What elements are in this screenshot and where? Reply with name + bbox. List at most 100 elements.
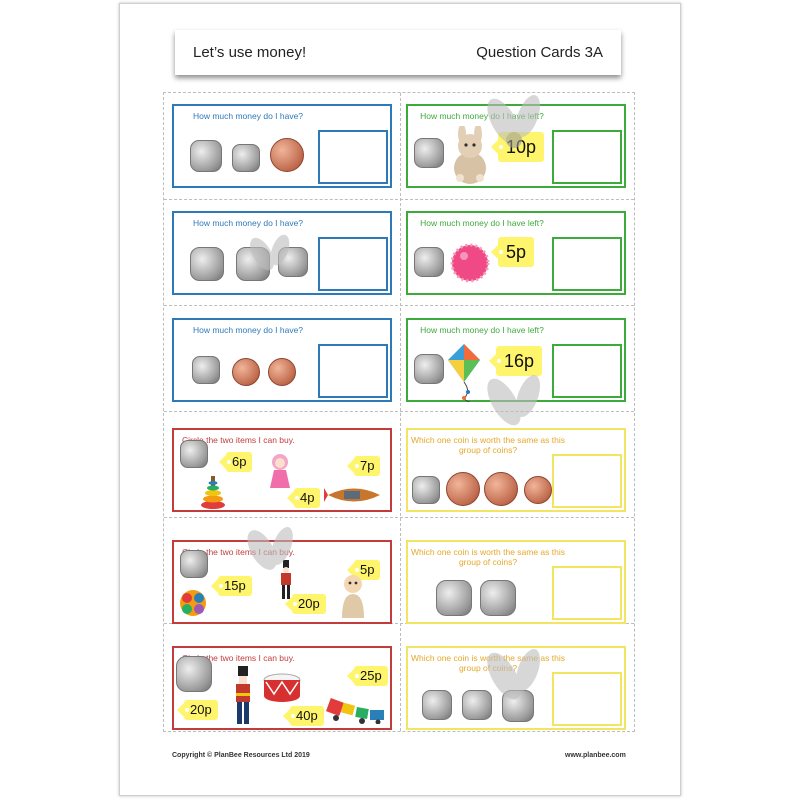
toy-rocket-icon <box>324 488 380 502</box>
question-card: How much money do I have? <box>172 104 392 188</box>
cut-line-horizontal <box>164 623 634 624</box>
twenty-pence-coin <box>236 247 270 281</box>
kite-icon <box>448 344 480 402</box>
two-pence-coin <box>270 138 304 172</box>
price-tag: 5p <box>490 237 535 267</box>
question-card: How much money do I have left? 10p <box>406 104 626 188</box>
question-card: Which one coin is worth the same as this… <box>406 540 626 624</box>
twenty-pence-coin <box>278 247 308 277</box>
price-label: 6p <box>232 454 247 469</box>
question-card: How much money do I have? <box>172 211 392 295</box>
wooden-figure-icon <box>342 575 364 618</box>
answer-box[interactable] <box>552 566 622 620</box>
card-question: How much money do I have left? <box>420 111 544 121</box>
spiky-ball-icon <box>450 243 490 283</box>
one-penny-coin <box>524 476 552 504</box>
ten-pence-coin <box>180 440 208 468</box>
worksheet-subtitle: Question Cards 3A <box>476 44 603 61</box>
price-tag: 20p <box>285 594 326 614</box>
question-card: Which one coin is worth the same as this… <box>406 646 626 730</box>
cut-line-horizontal <box>164 517 634 518</box>
price-tag: 15p <box>211 576 252 596</box>
card-question: Which one coin is worth the same as this… <box>410 653 565 673</box>
cut-lines <box>163 92 635 732</box>
five-pence-coin <box>192 356 220 384</box>
answer-box[interactable] <box>552 454 622 508</box>
price-label: 15p <box>224 578 246 593</box>
price-tag: 7p <box>346 456 381 476</box>
fifty-pence-coin <box>480 580 516 616</box>
five-pence-coin <box>232 144 260 172</box>
answer-box[interactable] <box>318 130 388 184</box>
toy-train-icon <box>326 698 384 724</box>
twenty-pence-coin <box>422 690 452 720</box>
price-tag: 16p <box>488 346 543 376</box>
website-link[interactable]: www.planbee.com <box>565 752 626 759</box>
price-tag: 10p <box>490 132 545 162</box>
price-tag: 25p <box>347 666 388 686</box>
twenty-pence-coin <box>414 354 444 384</box>
question-card: How much money do I have left? 5p <box>406 211 626 295</box>
question-card: How much money do I have left? 16p <box>406 318 626 402</box>
ten-pence-coin <box>180 550 208 578</box>
card-question: How much money do I have? <box>192 218 304 228</box>
twenty-pence-coin <box>414 138 444 168</box>
toy-soldier-icon <box>281 560 291 599</box>
fifty-pence-coin <box>176 656 212 692</box>
page-header: Let’s use money! Question Cards 3A <box>175 30 621 75</box>
nutcracker-icon <box>236 666 250 724</box>
worksheet-title: Let’s use money! <box>193 44 307 61</box>
ten-pence-coin <box>414 247 444 277</box>
price-label: 20p <box>190 702 212 717</box>
one-penny-coin <box>232 358 260 386</box>
card-question: Which one coin is worth the same as this… <box>410 547 565 567</box>
one-penny-coin <box>268 358 296 386</box>
answer-box[interactable] <box>318 344 388 398</box>
price-tag: 5p <box>346 560 381 580</box>
toy-drum-icon <box>263 673 301 702</box>
copyright-text: Copyright © PlanBee Resources Ltd 2019 <box>172 752 310 759</box>
answer-box[interactable] <box>552 672 622 726</box>
fifty-pence-coin <box>436 580 472 616</box>
question-card: How much money do I have? <box>172 318 392 402</box>
two-pence-coin <box>446 472 480 506</box>
price-tag: 20p <box>177 700 218 720</box>
card-question: Which one coin is worth the same as this… <box>410 435 565 455</box>
five-pence-coin <box>412 476 440 504</box>
cut-line-horizontal <box>164 305 634 306</box>
question-card: Which one coin is worth the same as this… <box>406 428 626 512</box>
price-label: 10p <box>506 137 537 157</box>
knobbly-ball-icon <box>180 590 206 616</box>
twenty-pence-coin <box>190 140 222 172</box>
price-label: 20p <box>298 596 320 611</box>
toy-rabbit-icon <box>454 126 486 184</box>
question-card: Circle the two items I can buy. 6p 4p 7p <box>172 428 392 512</box>
ten-pence-coin <box>502 690 534 722</box>
price-label: 16p <box>504 351 535 371</box>
price-tag: 40p <box>283 706 324 726</box>
answer-box[interactable] <box>552 130 622 184</box>
ten-pence-coin <box>190 247 224 281</box>
answer-box[interactable] <box>552 237 622 291</box>
doll-icon <box>270 454 290 488</box>
stacking-rings-icon <box>201 476 225 509</box>
price-label: 40p <box>296 708 318 723</box>
twenty-pence-coin <box>462 690 492 720</box>
card-question: Circle the two items I can buy. <box>182 435 295 445</box>
question-card: Circle the two items I can buy. 15p 20p … <box>172 540 392 624</box>
answer-box[interactable] <box>552 344 622 398</box>
question-card: Circle the two items I can buy. 20p 40p … <box>172 646 392 730</box>
price-tag: 4p <box>286 488 321 508</box>
card-question: How much money do I have left? <box>420 218 544 228</box>
answer-box[interactable] <box>318 237 388 291</box>
card-question: How much money do I have left? <box>420 325 544 335</box>
card-question: Circle the two items I can buy. <box>182 653 295 663</box>
card-question: How much money do I have? <box>192 111 304 121</box>
price-tag: 6p <box>218 452 253 472</box>
card-question: How much money do I have? <box>192 325 304 335</box>
cut-line-vertical <box>400 93 401 731</box>
price-label: 5p <box>360 562 375 577</box>
two-pence-coin <box>484 472 518 506</box>
price-label: 25p <box>360 668 382 683</box>
price-label: 4p <box>300 490 315 505</box>
